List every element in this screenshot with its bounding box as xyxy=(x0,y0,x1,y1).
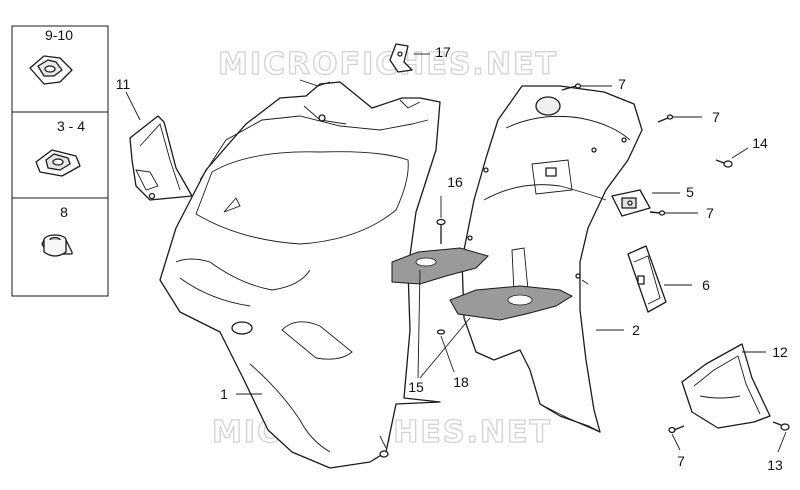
screw-14 xyxy=(715,159,733,168)
screw-16 xyxy=(436,218,446,244)
screw-13 xyxy=(772,421,790,431)
callout-7-mid: 7 xyxy=(706,205,714,221)
bracket-17 xyxy=(389,43,413,73)
callout-2: 2 xyxy=(632,322,640,338)
callout-3-4: 3 - 4 xyxy=(57,118,85,134)
speed-nut-3-4 xyxy=(35,149,81,177)
callout-15: 15 xyxy=(408,379,424,395)
screw-7-right xyxy=(657,114,674,123)
callout-labels: 9-10 3 - 4 8 11 17 7 7 14 5 7 16 6 2 1 1… xyxy=(45,27,788,473)
callout-7-top: 7 xyxy=(618,76,626,92)
callout-9-10: 9-10 xyxy=(45,27,73,43)
leader-lines xyxy=(125,53,787,453)
callout-17: 17 xyxy=(435,44,451,60)
callout-1: 1 xyxy=(220,386,228,402)
cover-plate-6 xyxy=(627,245,667,313)
washer-18 xyxy=(436,329,446,335)
front-shield-1 xyxy=(159,79,441,469)
bushing-8 xyxy=(41,234,73,257)
callout-13: 13 xyxy=(767,457,783,473)
callout-18: 18 xyxy=(453,374,469,390)
screw-7-bottom xyxy=(668,425,685,434)
callout-8: 8 xyxy=(60,204,68,220)
callout-7-bottom: 7 xyxy=(677,453,685,469)
callout-5: 5 xyxy=(686,184,694,200)
side-vent-panel-11 xyxy=(129,115,193,201)
gasket-15 xyxy=(391,247,574,321)
lower-vent-panel-12 xyxy=(681,343,771,429)
callout-6: 6 xyxy=(702,277,710,293)
hardware-inset-panel xyxy=(11,25,109,297)
inner-shield-2 xyxy=(461,85,643,433)
callout-14: 14 xyxy=(752,135,768,151)
clip-nut-9-10 xyxy=(29,55,73,85)
inset-frame xyxy=(11,25,109,297)
screw-7-mid xyxy=(649,210,666,216)
connector-block-5 xyxy=(611,189,651,217)
callout-7-right: 7 xyxy=(712,109,720,125)
callout-12: 12 xyxy=(772,344,788,360)
watermark-top: MICROFICHES.NET xyxy=(218,47,558,82)
callout-16: 16 xyxy=(447,174,463,190)
callout-11: 11 xyxy=(116,76,131,92)
